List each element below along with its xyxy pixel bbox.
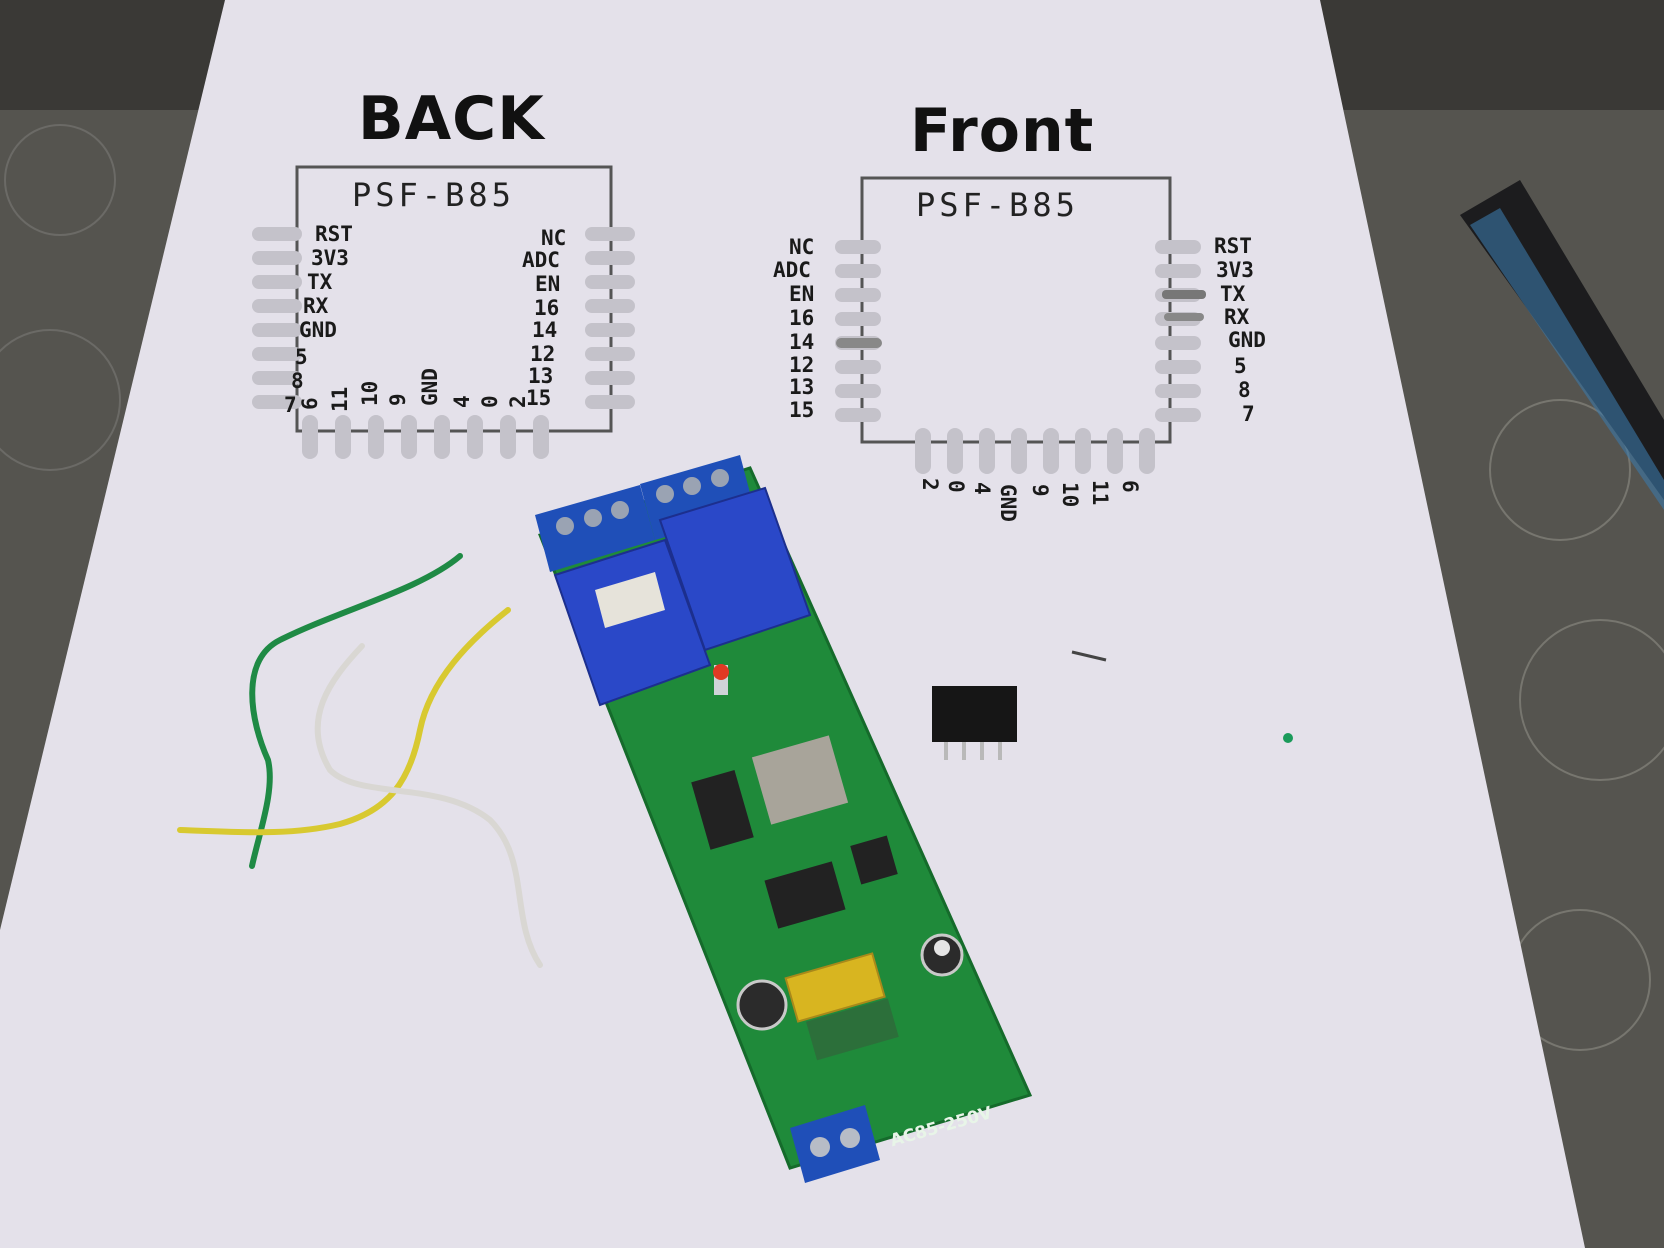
front-pin-label: 5: [1234, 354, 1247, 378]
relay-1: [553, 538, 712, 707]
back-pin-label: GND: [299, 318, 337, 342]
power-terminal: [790, 1105, 880, 1183]
front-pin-label: GND: [1228, 328, 1266, 352]
front-pin-label: 15: [789, 398, 815, 422]
back-pin-label: EN: [535, 272, 561, 296]
white-wire: [314, 643, 543, 968]
back-pin-label: 5: [295, 345, 308, 369]
back-pin-label: RX: [303, 294, 329, 318]
back-pin-label: 14: [532, 318, 558, 342]
front-pin-label: RST: [1214, 234, 1252, 258]
front-pin-label: 16: [789, 306, 815, 330]
back-pin-label: 8: [291, 369, 304, 393]
front-pin-label: ADC: [773, 258, 811, 282]
back-pin-label: TX: [307, 270, 333, 294]
back-pin-label: 15: [526, 386, 552, 410]
back-title: BACK: [358, 84, 545, 154]
back-pin-label: NC: [541, 226, 567, 250]
green-wire: [249, 553, 463, 869]
back-chip-name: PSF-B85: [352, 176, 515, 214]
front-pin-label: 3V3: [1216, 258, 1254, 282]
front-pin-label: RX: [1224, 305, 1250, 329]
front-pin-label: 14: [789, 330, 815, 354]
back-pin-label: RST: [315, 222, 353, 246]
front-pin-label: NC: [789, 235, 815, 259]
back-pin-label: 12: [530, 342, 556, 366]
front-chip-name: PSF-B85: [916, 186, 1079, 224]
back-pin-label: 3V3: [311, 246, 349, 270]
front-pin-label: 12: [789, 353, 815, 377]
front-pin-label: 7: [1242, 402, 1255, 426]
back-pin-label: ADC: [522, 248, 560, 272]
front-pin-label: EN: [789, 282, 815, 306]
front-pin-label: TX: [1220, 282, 1246, 306]
front-pin-label: 13: [789, 375, 815, 399]
relay-2: [658, 486, 812, 652]
front-title: Front: [910, 96, 1095, 166]
back-pin-label: 16: [534, 296, 560, 320]
front-pin-label: 8: [1238, 378, 1251, 402]
back-pin-label: 13: [528, 364, 554, 388]
back-pin-label: 7: [284, 393, 297, 417]
